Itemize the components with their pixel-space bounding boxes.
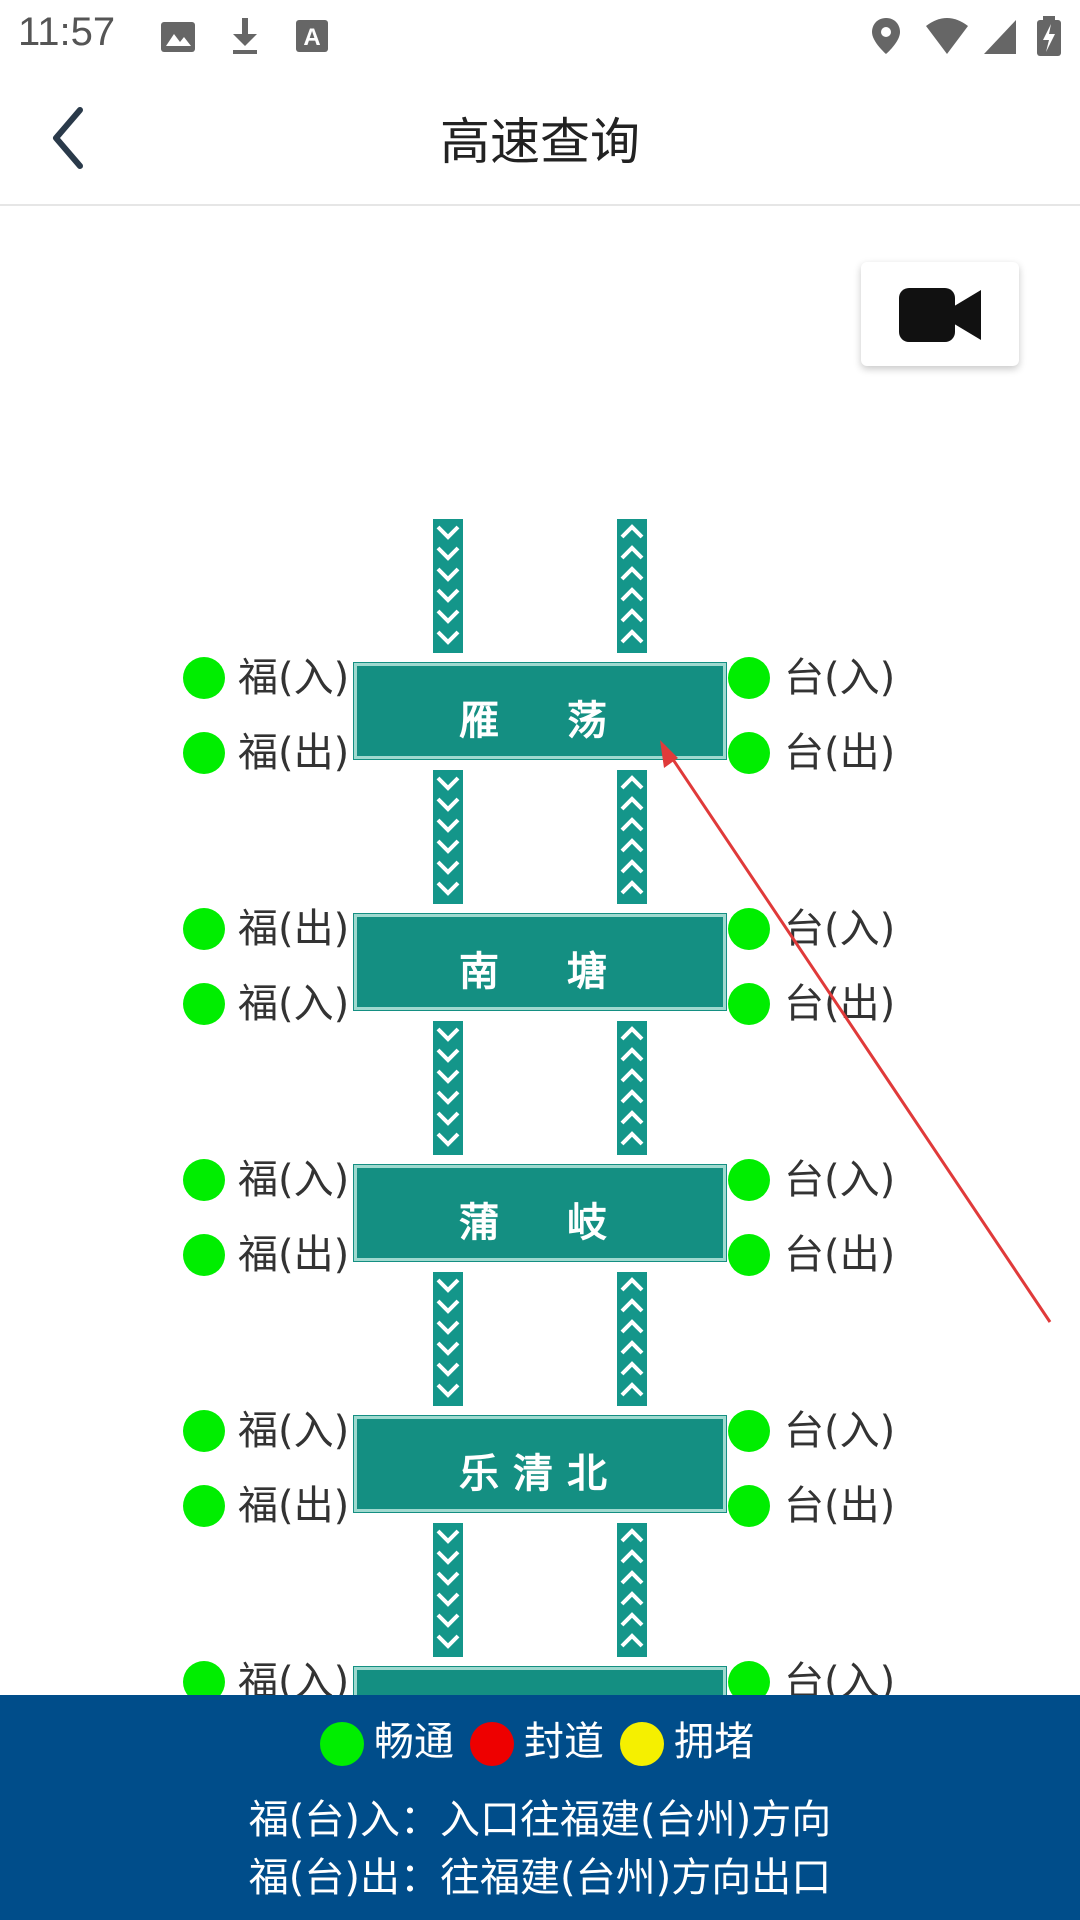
road-strip-up bbox=[617, 1021, 647, 1155]
page-title: 高速查询 bbox=[440, 113, 640, 171]
video-camera-icon bbox=[899, 288, 981, 342]
download-icon bbox=[233, 18, 257, 54]
legend-panel: 畅通 封道 拥堵 福(台)入：入口往福建(台州)方向 福(台)出：往福建(台州)… bbox=[0, 1695, 1080, 1920]
direction-label-right-top: 台(入) bbox=[784, 655, 896, 701]
station-name: 蒲 岐 bbox=[459, 1200, 621, 1246]
status-dot-left-bottom bbox=[183, 1234, 225, 1276]
legend-label-closed: 封道 bbox=[524, 1719, 604, 1765]
road-strip-down bbox=[433, 519, 463, 653]
road-strip-down bbox=[433, 1272, 463, 1406]
status-bar: 11:57 A bbox=[0, 0, 1080, 72]
direction-label-left-top: 福(入) bbox=[238, 655, 350, 701]
legend-label-congested: 拥堵 bbox=[674, 1719, 754, 1765]
status-dot-right-top bbox=[728, 908, 770, 950]
road-strip-up bbox=[617, 770, 647, 904]
direction-label-left-bottom: 福(出) bbox=[238, 1483, 350, 1529]
direction-label-right-top: 台(入) bbox=[784, 1408, 896, 1454]
direction-label-left-bottom: 福(出) bbox=[238, 730, 350, 776]
legend-dot-congested bbox=[620, 1722, 664, 1766]
location-icon bbox=[872, 18, 900, 54]
direction-label-right-bottom: 台(出) bbox=[784, 730, 896, 776]
legend-dot-clear bbox=[320, 1722, 364, 1766]
status-dot-left-bottom bbox=[183, 983, 225, 1025]
status-dot-right-bottom bbox=[728, 983, 770, 1025]
direction-label-right-bottom: 台(出) bbox=[784, 1232, 896, 1278]
status-dot-right-bottom bbox=[728, 732, 770, 774]
legend-dot-closed bbox=[470, 1722, 514, 1766]
svg-text:A: A bbox=[303, 24, 320, 51]
station-name: 南 塘 bbox=[459, 949, 621, 995]
direction-label-right-top: 台(入) bbox=[784, 1157, 896, 1203]
status-dot-left-top bbox=[183, 1159, 225, 1201]
video-camera-button[interactable] bbox=[861, 262, 1019, 366]
status-dot-right-top bbox=[728, 657, 770, 699]
status-dot-right-top bbox=[728, 1410, 770, 1452]
legend-label-clear: 畅通 bbox=[374, 1719, 454, 1765]
status-dot-left-top bbox=[183, 657, 225, 699]
status-dot-right-top bbox=[728, 1159, 770, 1201]
legend-note-entry: 福(台)入：入口往福建(台州)方向 bbox=[248, 1797, 832, 1843]
road-strip-up bbox=[617, 519, 647, 653]
direction-label-left-top: 福(入) bbox=[238, 1157, 350, 1203]
road-strip-down bbox=[433, 1523, 463, 1657]
battery-icon bbox=[1037, 16, 1061, 56]
status-time: 11:57 bbox=[18, 10, 116, 54]
road-strip-down bbox=[433, 1021, 463, 1155]
station-name: 乐清北 bbox=[459, 1451, 621, 1497]
road-strip-down bbox=[433, 770, 463, 904]
status-dot-right-bottom bbox=[728, 1485, 770, 1527]
direction-label-left-top: 福(出) bbox=[238, 906, 350, 952]
wifi-icon bbox=[926, 18, 968, 54]
station-sign[interactable]: 南 塘 bbox=[354, 914, 726, 1010]
status-dot-right-bottom bbox=[728, 1234, 770, 1276]
direction-label-left-top: 福(入) bbox=[238, 1408, 350, 1454]
status-dot-left-bottom bbox=[183, 1485, 225, 1527]
status-dot-left-bottom bbox=[183, 732, 225, 774]
station-sign[interactable]: 雁 荡 bbox=[354, 663, 726, 759]
signal-icon bbox=[984, 20, 1016, 54]
direction-label-right-bottom: 台(出) bbox=[784, 1483, 896, 1529]
road-strip-up bbox=[617, 1523, 647, 1657]
text-icon: A bbox=[296, 20, 328, 52]
app-bar: 高速查询 bbox=[0, 72, 1080, 206]
direction-label-right-top: 台(入) bbox=[784, 906, 896, 952]
legend-note-exit: 福(台)出：往福建(台州)方向出口 bbox=[248, 1855, 832, 1901]
direction-label-left-bottom: 福(入) bbox=[238, 981, 350, 1027]
status-dot-left-top bbox=[183, 1410, 225, 1452]
direction-label-left-bottom: 福(出) bbox=[238, 1232, 350, 1278]
road-strip-up bbox=[617, 1272, 647, 1406]
station-sign[interactable]: 蒲 岐 bbox=[354, 1165, 726, 1261]
status-dot-left-top bbox=[183, 908, 225, 950]
station-sign[interactable]: 乐清北 bbox=[354, 1416, 726, 1512]
station-name: 雁 荡 bbox=[459, 698, 621, 744]
direction-label-right-bottom: 台(出) bbox=[784, 981, 896, 1027]
image-icon bbox=[161, 22, 195, 52]
chevron-left-icon[interactable] bbox=[40, 100, 100, 176]
